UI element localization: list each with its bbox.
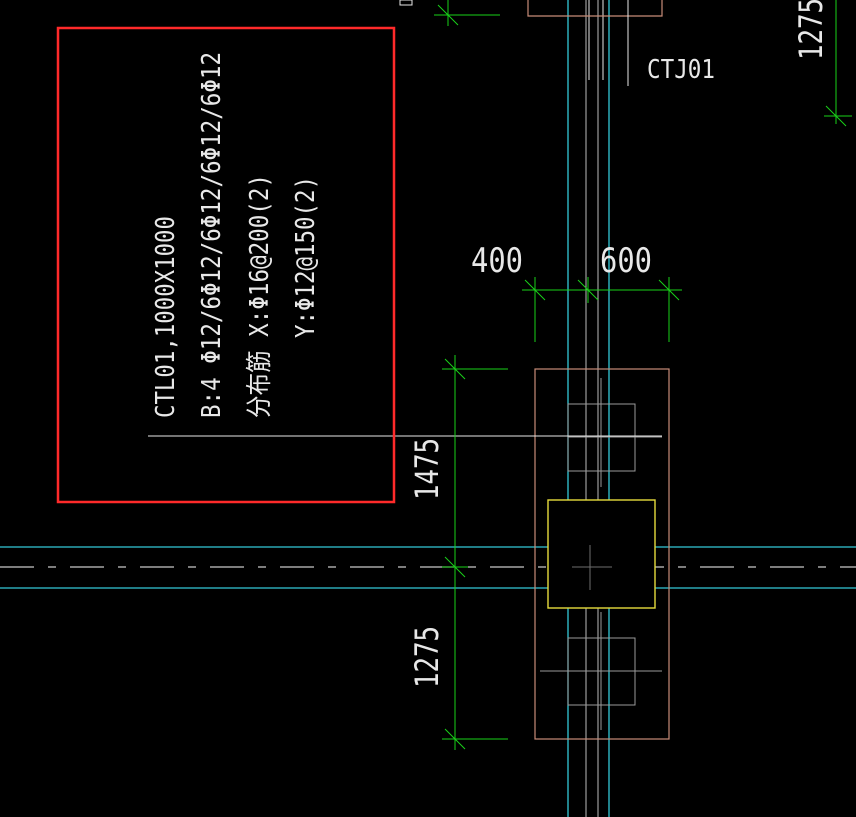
lower-pile — [540, 612, 662, 730]
annotation-line-1: CTL01,1000X1000 — [151, 216, 181, 418]
upper-pile — [567, 378, 662, 487]
column-crosshair — [572, 545, 612, 590]
vertical-center-lines — [585, 0, 604, 817]
annotation-line-2: B:4 Φ12/6Φ12/6Φ12/6Φ12/6Φ12 — [197, 52, 227, 418]
highlight-box — [56, 26, 396, 504]
column — [547, 499, 656, 609]
dimension-1475: 1475 — [408, 438, 446, 500]
vertical-axis-lines — [567, 0, 610, 817]
left-dimension-lines — [442, 355, 508, 750]
dimension-400: 400 — [471, 241, 523, 281]
ctj-label: CTJ01 — [647, 55, 715, 85]
horizontal-axis-lines — [0, 546, 856, 589]
dimension-1275: 1275 — [408, 626, 446, 688]
dimension-top-right-corner: 1275 — [792, 0, 830, 60]
top-partial-elements — [399, 0, 663, 86]
dimension-600: 600 — [600, 241, 652, 281]
pile-cap-outline — [534, 368, 670, 740]
annotation-block: CTL01,1000X1000 B:4 Φ12/6Φ12/6Φ12/6Φ12/6… — [151, 52, 321, 418]
top-right-dimension — [824, 0, 852, 127]
annotation-line-3: 分布筋 X:Φ16@200(2) — [245, 174, 275, 418]
top-dimension-lines — [522, 277, 682, 342]
annotation-line-4: Y:Φ12@150(2) — [291, 176, 321, 338]
